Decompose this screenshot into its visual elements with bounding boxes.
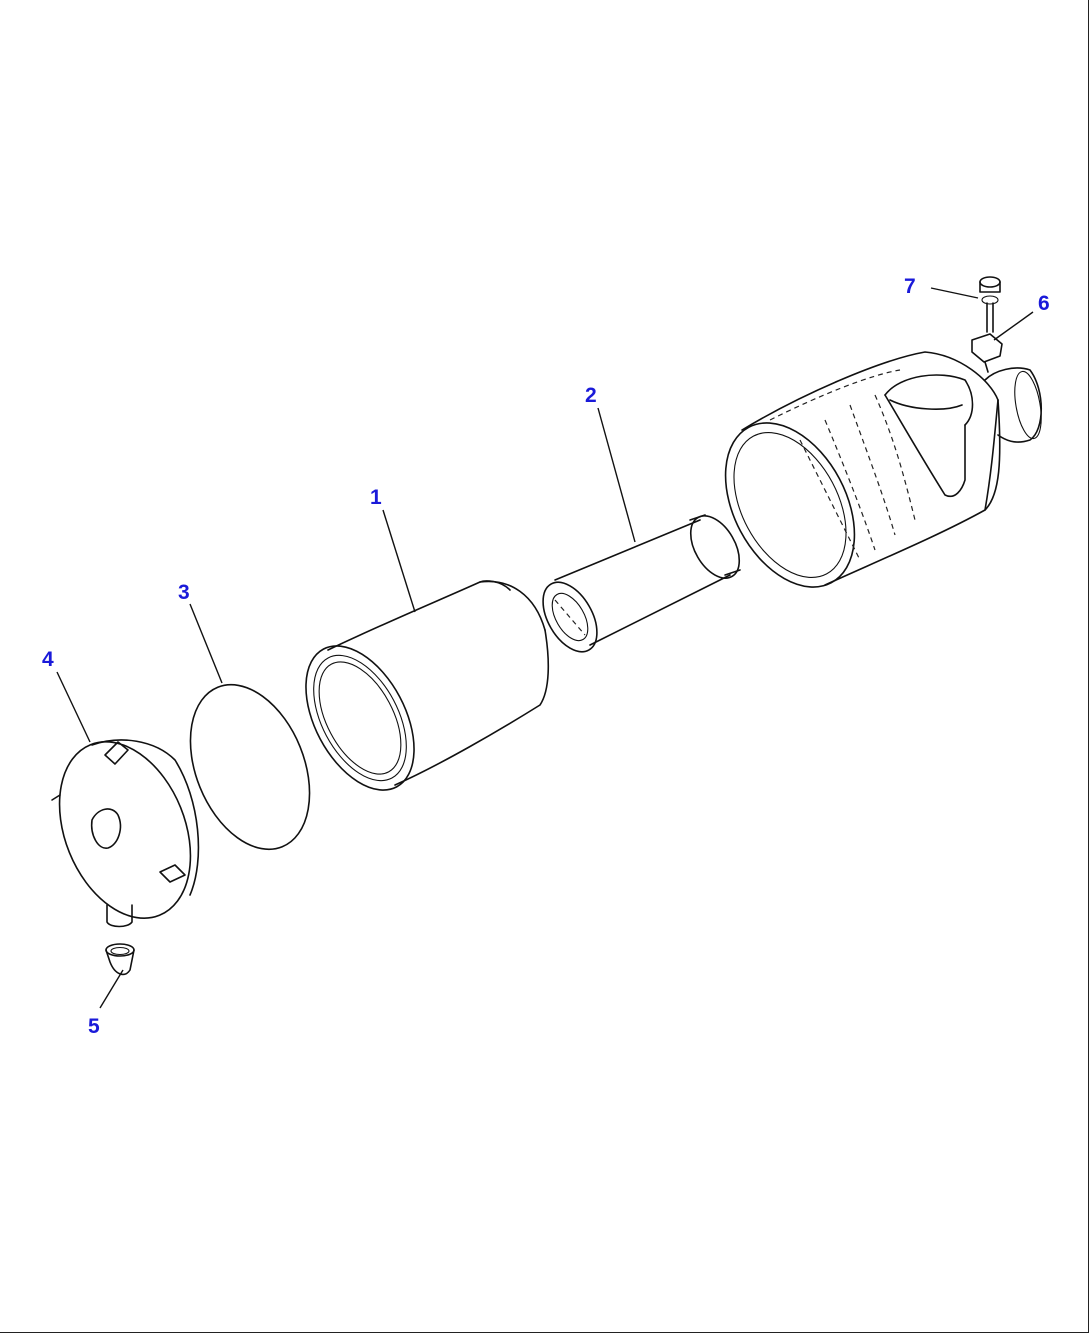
callout-1: 1 [370,486,382,509]
bolt-part-7 [979,276,1001,333]
callout-6: 6 [1038,292,1050,315]
leader-lines [56,287,1034,1009]
leader-6 [993,311,1034,341]
leader-1 [382,509,416,613]
leader-4 [56,671,91,743]
leader-2 [597,407,636,543]
leader-5 [99,969,124,1009]
callouts: 1 2 3 4 5 6 7 [42,275,1050,1038]
callout-3: 3 [178,581,190,604]
cover-part-4 [51,739,200,928]
callout-4: 4 [42,648,54,671]
primary-element-part-1 [305,580,550,791]
callout-7: 7 [904,275,916,298]
safety-element-part-2 [542,514,741,653]
o-ring-part-3 [189,683,311,851]
callout-2: 2 [585,384,597,407]
air-cleaner-housing [724,351,1043,588]
callout-5: 5 [88,1015,100,1038]
bracket-part-6 [971,333,1003,373]
leader-7 [930,287,979,299]
valve-part-5 [105,943,135,976]
leader-3 [189,603,223,684]
